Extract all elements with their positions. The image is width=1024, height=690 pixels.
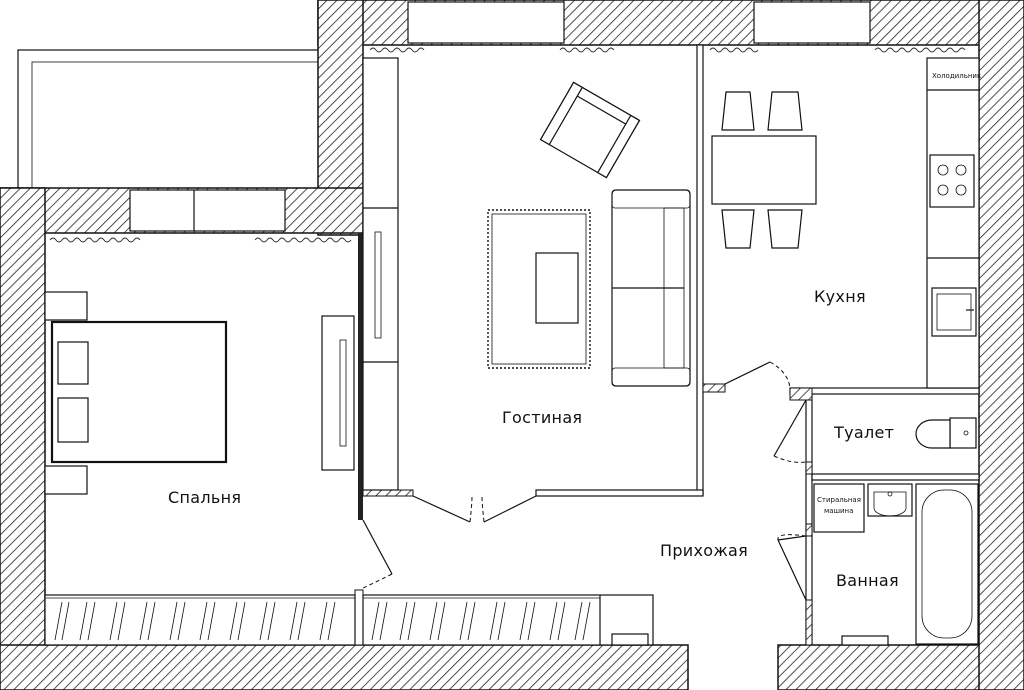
closet-hatch-left: [54, 601, 336, 641]
room-label-bathroom: Ванная: [836, 571, 899, 590]
room-label-living: Гостиная: [502, 408, 582, 427]
washer-label-2: машина: [824, 507, 853, 515]
fridge-label: Холодильник: [932, 72, 981, 80]
bath-mat: [841, 635, 889, 646]
washer-label-1: Стиральная: [817, 496, 861, 504]
kitchen-chairs: [721, 91, 803, 249]
window-living: [407, 1, 565, 44]
doors: [362, 361, 807, 601]
washing-machine: [813, 483, 865, 533]
balcony: [17, 49, 321, 191]
stove: [929, 154, 975, 208]
closets: [44, 594, 654, 646]
curtains: [49, 47, 966, 243]
room-label-hall: Прихожая: [660, 541, 748, 560]
kitchen-sink: [931, 287, 977, 337]
bedroom-tv-stand: [321, 315, 355, 471]
bathtub: [915, 483, 979, 645]
sofa: [611, 189, 691, 387]
bathroom-sink: [867, 483, 913, 517]
bed: [50, 320, 228, 464]
fridge: Холодильник: [932, 72, 981, 80]
window-bedroom: [129, 189, 286, 232]
armchair: [539, 81, 641, 179]
interior-walls: [354, 44, 980, 646]
wall-left: [0, 187, 46, 690]
wall-right: [978, 0, 1024, 690]
window-kitchen: [753, 1, 871, 44]
nightstands: [44, 291, 88, 495]
room-label-bedroom: Спальня: [168, 488, 241, 507]
closet-hatch-right: [371, 601, 591, 641]
coffee-table: [535, 252, 579, 324]
room-label-kitchen: Кухня: [814, 287, 866, 306]
room-label-toilet: Туалет: [833, 423, 894, 442]
living-wardrobe: [362, 57, 399, 491]
wall-bottom-left: [0, 644, 689, 690]
toilet-fixture: [915, 417, 977, 449]
kitchen-counter: [926, 57, 980, 389]
kitchen-table: [711, 135, 817, 205]
